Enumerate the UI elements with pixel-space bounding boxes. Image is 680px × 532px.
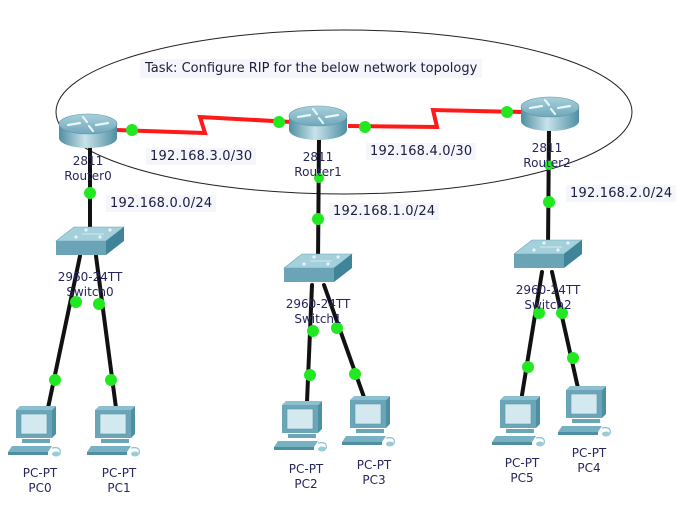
router0-icon[interactable] [57, 112, 119, 150]
link-up-dot [522, 361, 534, 373]
router1-icon[interactable] [287, 104, 349, 142]
link-up-dot [70, 296, 82, 308]
switch2-label: 2960-24TT Switch2 [516, 283, 581, 313]
pc2-label: PC-PT PC2 [289, 462, 324, 492]
link-up-dot [501, 106, 513, 118]
link-up-dot [331, 322, 343, 334]
pc4-icon[interactable] [557, 385, 611, 438]
switch0-name: Switch0 [66, 285, 114, 299]
network-label-r0-r1: 192.168.3.0/30 [146, 148, 257, 165]
router2-name: Router2 [523, 156, 571, 170]
router1-model: 2811 [302, 150, 334, 164]
link-up-dot [556, 307, 568, 319]
pc5-icon[interactable] [491, 395, 545, 448]
link-router1-switch1[interactable] [316, 136, 321, 264]
link-up-dot [93, 298, 105, 310]
switch0-icon[interactable] [55, 226, 125, 256]
link-up-dot [307, 325, 319, 337]
pc3-label: PC-PT PC3 [357, 458, 392, 488]
pc2-name: PC2 [294, 477, 318, 491]
link-switch2-pc4[interactable] [550, 270, 580, 390]
pc4-label: PC-PT PC4 [572, 446, 607, 476]
pc4-model: PC-PT [571, 446, 607, 460]
link-up-dot [312, 213, 324, 225]
link-up-dot [543, 196, 555, 208]
pc4-name: PC4 [577, 461, 601, 475]
switch1-name: Switch1 [294, 312, 342, 326]
pc3-model: PC-PT [356, 458, 392, 472]
switch1-label: 2960-24TT Switch1 [286, 297, 351, 327]
switch1-icon[interactable] [283, 253, 353, 283]
link-switch1-pc2[interactable] [305, 283, 314, 404]
network-label-r1-r2: 192.168.4.0/30 [366, 143, 477, 160]
pc5-name: PC5 [510, 471, 534, 485]
network-label-r0-lan: 192.168.0.0/24 [106, 195, 217, 212]
pc2-model: PC-PT [288, 462, 324, 476]
pc5-label: PC-PT PC5 [505, 456, 540, 486]
serial-link-router1-router2[interactable] [347, 107, 523, 130]
link-up-dot [273, 116, 285, 128]
pc0-model: PC-PT [22, 466, 58, 480]
link-up-dot [567, 352, 579, 364]
router2-icon[interactable] [519, 95, 581, 133]
network-label-r1-lan: 192.168.1.0/24 [329, 203, 440, 220]
pc0-label: PC-PT PC0 [23, 466, 58, 496]
link-switch2-pc5[interactable] [520, 270, 544, 397]
link-switch1-pc3[interactable] [322, 283, 367, 402]
link-up-dot [105, 374, 117, 386]
switch2-model: 2960-24TT [515, 283, 581, 297]
router0-label: 2811 Router0 [64, 154, 111, 184]
link-up-dot [84, 187, 96, 199]
pc0-icon[interactable] [7, 405, 61, 458]
task-note: Task: Configure RIP for the below networ… [140, 59, 483, 78]
pc1-icon[interactable] [86, 405, 140, 458]
router2-model: 2811 [531, 141, 563, 155]
pc3-icon[interactable] [341, 395, 395, 448]
link-up-dot [533, 307, 545, 319]
switch2-icon[interactable] [513, 239, 583, 269]
link-router2-switch2[interactable] [546, 126, 551, 250]
link-up-dot [314, 173, 324, 183]
pc2-icon[interactable] [273, 400, 327, 453]
router0-model: 2811 [72, 154, 104, 168]
pc1-model: PC-PT [101, 466, 137, 480]
switch2-name: Switch2 [524, 298, 572, 312]
link-up-dot [126, 124, 138, 136]
link-up-dot [359, 121, 371, 133]
link-up-dot [349, 368, 361, 380]
switch0-model: 2960-24TT [57, 270, 123, 284]
pc1-name: PC1 [107, 481, 131, 495]
pc5-model: PC-PT [504, 456, 540, 470]
link-up-dot [49, 374, 61, 386]
network-label-r2-lan: 192.168.2.0/24 [566, 185, 677, 202]
router2-label: 2811 Router2 [523, 141, 570, 171]
pc0-name: PC0 [28, 481, 52, 495]
link-up-dot [304, 369, 316, 381]
annotation-ellipse [55, 29, 633, 195]
serial-link-router0-router1[interactable] [115, 114, 293, 136]
link-up-dot [544, 160, 554, 170]
pc1-label: PC-PT PC1 [102, 466, 137, 496]
switch0-label: 2960-24TT Switch0 [58, 270, 123, 300]
router1-label: 2811 Router1 [294, 150, 341, 180]
pc3-name: PC3 [362, 473, 386, 487]
router1-name: Router1 [294, 165, 342, 179]
switch1-model: 2960-24TT [285, 297, 351, 311]
router0-name: Router0 [64, 169, 112, 183]
